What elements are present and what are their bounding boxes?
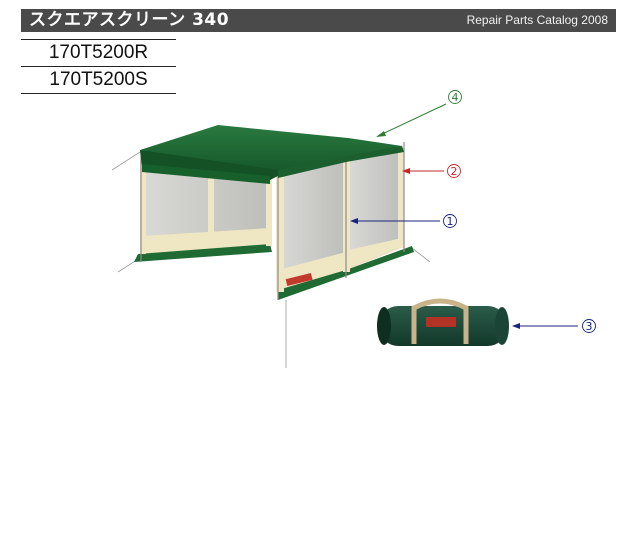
model-number-table: 170T5200R 170T5200S xyxy=(21,39,176,94)
svg-text:3: 3 xyxy=(586,320,593,333)
carry-bag xyxy=(377,298,509,346)
model-number: 170T5200S xyxy=(49,69,148,90)
callout-3: 3 xyxy=(512,319,596,333)
callout-4: 4 xyxy=(376,90,462,137)
catalog-label: Repair Parts Catalog 2008 xyxy=(466,13,608,27)
screen-tent xyxy=(134,125,414,300)
page-title: スクエアスクリーン 340 xyxy=(29,10,230,30)
frame-pole xyxy=(140,142,405,300)
brand-patch xyxy=(285,272,313,287)
model-number: 170T5200R xyxy=(48,42,149,63)
svg-text:4: 4 xyxy=(452,91,459,104)
guy-lines xyxy=(111,151,431,368)
svg-text:1: 1 xyxy=(447,215,454,228)
callout-1: 1 xyxy=(350,214,457,228)
header-bar: スクエアスクリーン 340 Repair Parts Catalog 2008 xyxy=(21,9,616,32)
model-row: 170T5200R xyxy=(21,39,176,66)
model-row: 170T5200S xyxy=(21,66,176,94)
callout-2: 2 xyxy=(402,164,461,178)
svg-text:2: 2 xyxy=(451,165,458,178)
brand-patch xyxy=(426,317,456,327)
